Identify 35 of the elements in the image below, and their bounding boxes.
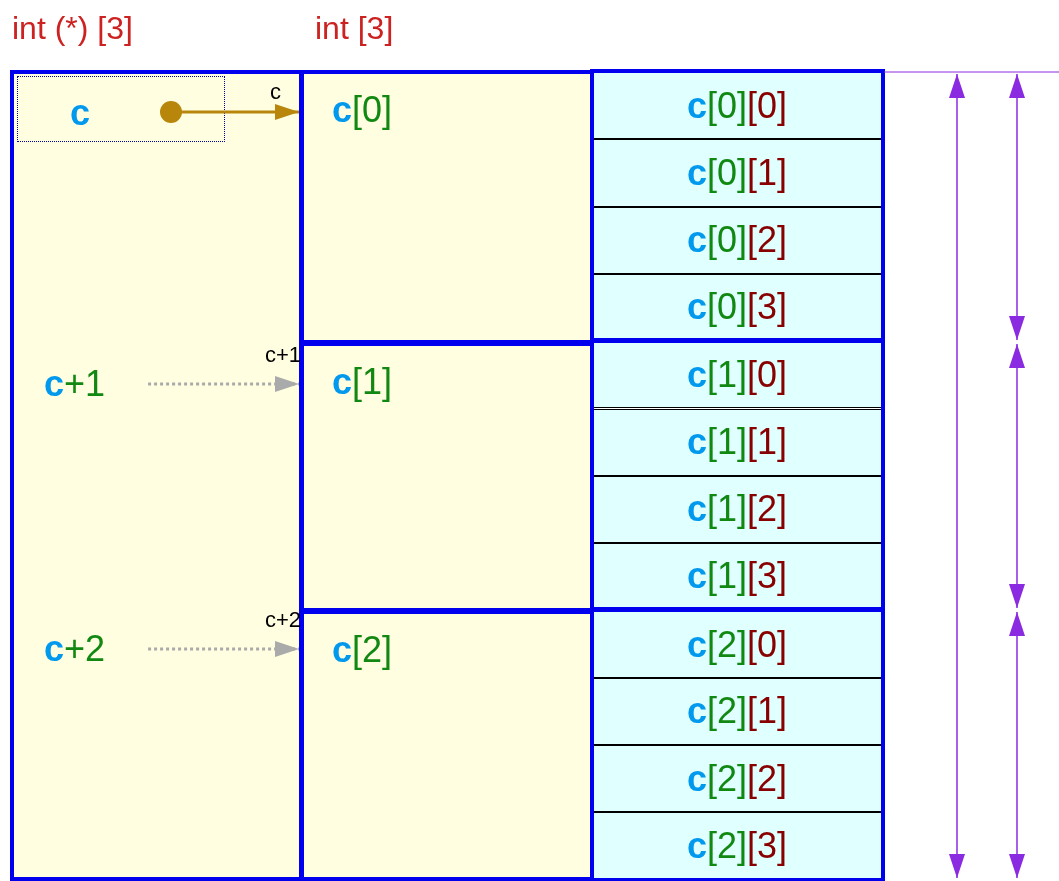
memory-cell [592, 72, 882, 140]
variable-label: c[1] [332, 364, 393, 400]
variable-label: c[0][1] [686, 154, 788, 191]
memory-cell [592, 206, 882, 274]
variable-label: c[1][0] [686, 357, 788, 394]
variable-label: c[2][1] [686, 693, 788, 730]
variable-label: c[1][2] [686, 491, 788, 528]
variable-label: c [70, 95, 91, 131]
memory-cell [592, 812, 882, 880]
variable-label: c[2][2] [686, 760, 788, 797]
variable-label: c[0] [332, 92, 393, 128]
variable-label: c[2][0] [686, 626, 788, 663]
type-label: int (*) [3] [12, 10, 133, 47]
memory-cell [592, 341, 882, 409]
variable-label: c[0][3] [686, 288, 788, 325]
pointer-label: c+1 [44, 366, 106, 402]
memory-block [10, 70, 303, 881]
memory-cell [592, 543, 882, 611]
variable-label: c[2] [332, 632, 393, 668]
variable-label: c[0][2] [686, 222, 788, 259]
memory-cell [592, 475, 882, 544]
memory-cell [592, 745, 882, 813]
memory-cell [592, 139, 882, 207]
memory-cell [592, 677, 882, 745]
pointer-label: c+2 [44, 631, 106, 667]
variable-label: c[1][1] [686, 424, 788, 461]
variable-label: c[1][3] [686, 557, 788, 594]
memory-cell [592, 408, 882, 476]
variable-label: c[0][0] [686, 87, 788, 124]
memory-cell [592, 610, 882, 678]
edge-label: c [270, 79, 281, 105]
variable-label: c[2][3] [686, 827, 788, 864]
type-label: int [3] [315, 10, 394, 47]
memory-cell [592, 273, 882, 342]
pointer-box [17, 76, 225, 142]
